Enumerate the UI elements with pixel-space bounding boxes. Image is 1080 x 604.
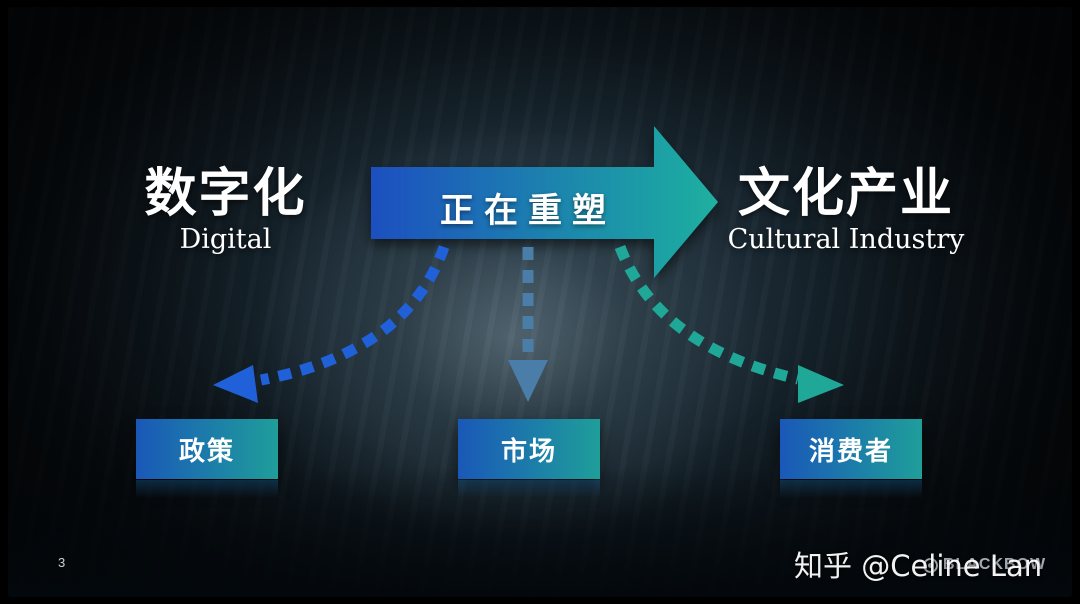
market-box: 市场 <box>458 419 600 479</box>
arrowhead-consumer <box>798 365 844 403</box>
slide: 数字化 Digital 正在重塑 文化产业 Cultural Industry … <box>8 7 1072 597</box>
watermark: 知乎 @Celine Lan <box>794 549 1043 583</box>
floor-shadow <box>8 467 1072 597</box>
page-number: 3 <box>58 555 66 570</box>
consumer-box: 消费者 <box>780 419 922 479</box>
policy-label: 政策 <box>178 436 235 467</box>
arrowhead-market <box>508 360 548 402</box>
policy-box-reflection <box>136 480 278 498</box>
source-title-zh: 数字化 <box>144 163 307 224</box>
source-title: 数字化 Digital <box>133 165 318 257</box>
brand-mark-icon <box>923 557 938 573</box>
target-title-zh: 文化产业 <box>737 163 954 224</box>
market-label: 市场 <box>500 436 557 467</box>
consumer-label: 消费者 <box>808 436 893 467</box>
arrowhead-policy <box>213 365 258 403</box>
source-title-en: Digital <box>179 224 272 256</box>
diagram-graphics <box>213 126 844 403</box>
policy-box: 政策 <box>136 419 278 479</box>
dotted-connector-policy <box>259 245 450 386</box>
market-box-reflection <box>458 480 600 498</box>
dotted-connector-consumer <box>614 245 800 385</box>
target-title: 文化产业 Cultural Industry <box>716 165 976 257</box>
target-title-en: Cultural Industry <box>727 224 965 256</box>
consumer-box-reflection <box>780 480 922 498</box>
brand-name: BLACKBOW <box>943 556 1047 573</box>
brand-logo: BLACKBOW <box>923 556 1046 574</box>
main-arrow <box>371 126 718 278</box>
main-arrow-label: 正在重塑 <box>440 191 616 231</box>
